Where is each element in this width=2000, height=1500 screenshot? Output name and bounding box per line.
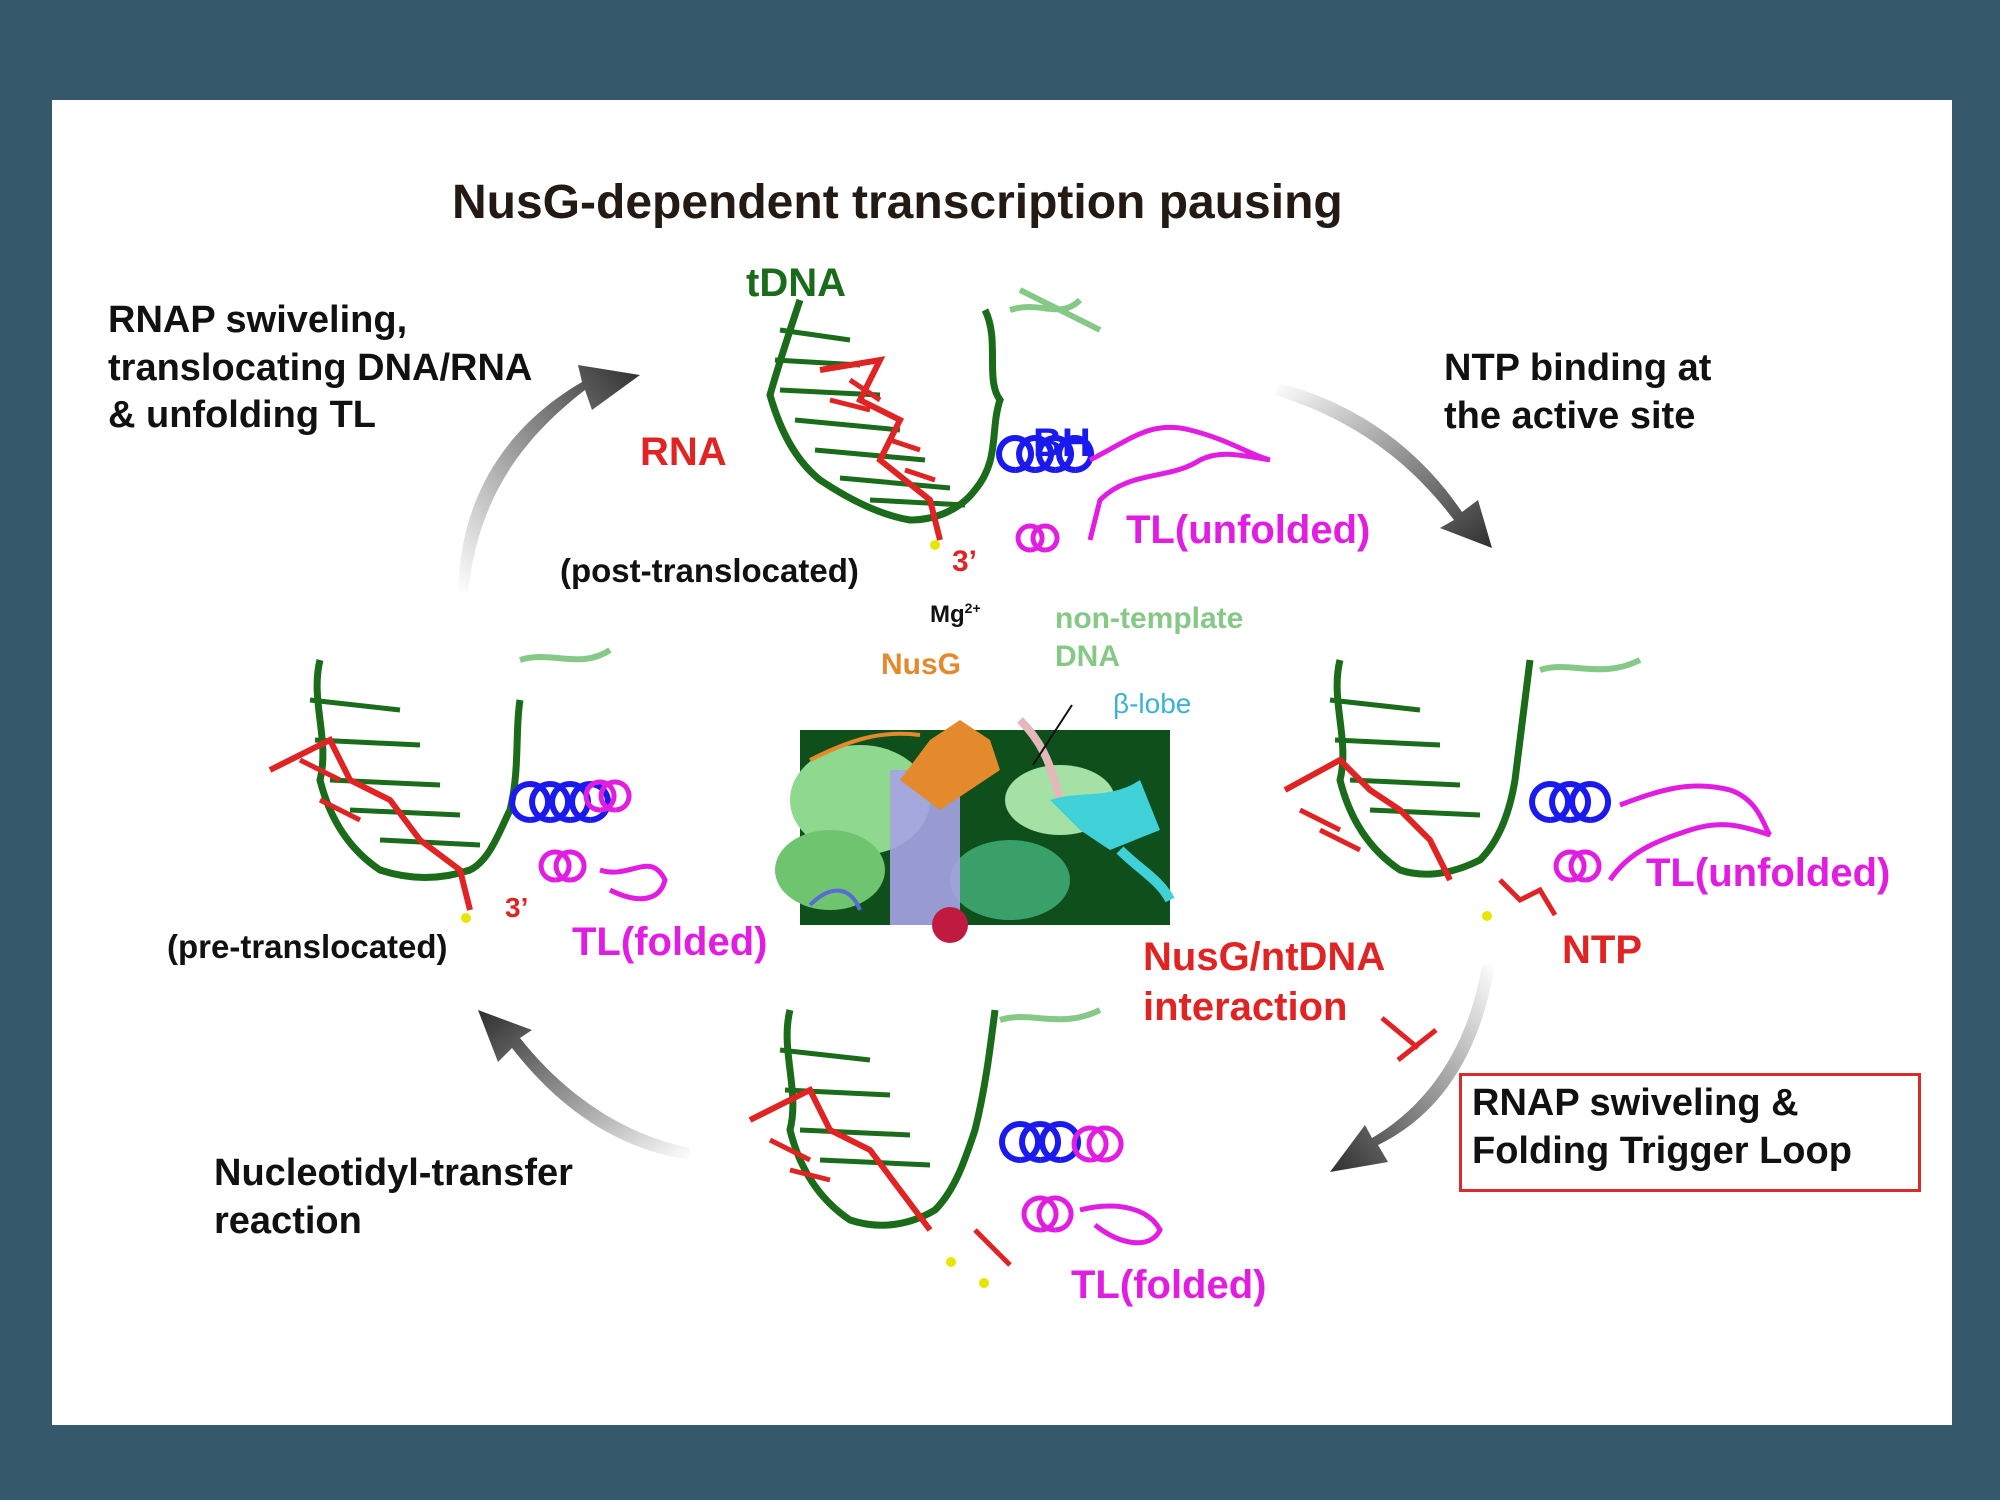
step-label-nucleotidyl-transfer: Nucleotidyl-transfer reaction <box>214 1150 573 1245</box>
center-nusg-inset <box>775 704 1175 943</box>
inset-text: non-template <box>1055 602 1244 635</box>
label-ntp: NTP <box>1562 928 1642 972</box>
label-three-prime-top: 3’ <box>952 545 978 578</box>
step-text: translocating DNA/RNA <box>108 346 533 389</box>
step-text: RNAP swiveling & <box>1472 1082 1799 1124</box>
inhibitor-text: NusG/ntDNA <box>1143 935 1386 979</box>
boxed-step-swivel-fold <box>1459 1073 1921 1192</box>
label-beta-lobe: β-lobe <box>1113 688 1192 719</box>
label-bridge-helix: BH <box>1033 421 1091 465</box>
label-tl-folded-left: TL(folded) <box>572 920 768 964</box>
step-text: & unfolding TL <box>108 394 377 436</box>
step-label-ntp-binding: NTP binding at the active site <box>1444 345 1711 440</box>
label-rna: RNA <box>640 430 727 474</box>
structure-pre-translocated <box>268 647 668 923</box>
step-text: reaction <box>214 1199 362 1242</box>
label-tl-folded-bottom: TL(folded) <box>1071 1263 1267 1307</box>
mg-charge: 2+ <box>964 600 981 616</box>
cycle-arrow-bottom-left <box>478 1010 690 1160</box>
step-text: the active site <box>1444 394 1696 437</box>
label-magnesium: Mg2+ <box>930 600 981 630</box>
step-label-swivel-translocate: RNAP swiveling, translocating DNA/RNA & … <box>108 297 532 440</box>
label-nusg: NusG <box>881 648 962 681</box>
cycle-arrow-top-right <box>1275 383 1492 548</box>
step-text: Folding Trigger Loop <box>1472 1129 1852 1172</box>
inset-text: DNA <box>1055 639 1120 673</box>
structure-post-translocated <box>766 287 1271 553</box>
cycle-arrow-top-left <box>458 365 640 592</box>
structure-ntp-bound <box>1283 657 1773 921</box>
page-title: NusG-dependent transcription pausing <box>452 176 1343 229</box>
step-text: NTP binding at <box>1444 347 1712 389</box>
label-tdna: tDNA <box>746 261 846 305</box>
inhibitor-label: NusG/ntDNA interaction <box>1143 932 1385 1032</box>
label-tl-unfolded-right: TL(unfolded) <box>1646 851 1891 895</box>
label-pre-translocated: (pre-translocated) <box>167 928 448 965</box>
cycle-arrow-bottom-right <box>1330 965 1495 1172</box>
inhibitor-text: interaction <box>1143 985 1348 1029</box>
step-label-swivel-fold: RNAP swiveling & Folding Trigger Loop <box>1472 1080 1852 1175</box>
mg-symbol: Mg <box>930 601 965 628</box>
inhibition-bar <box>1380 1016 1438 1062</box>
step-text: Nucleotidyl-transfer <box>214 1152 573 1194</box>
structure-post-catalysis <box>748 1007 1163 1288</box>
label-tl-unfolded-top: TL(unfolded) <box>1126 508 1371 552</box>
label-non-template-dna: non-template DNA <box>1055 600 1243 675</box>
label-post-translocated: (post-translocated) <box>560 552 859 589</box>
label-three-prime-left: 3’ <box>505 892 529 923</box>
step-text: RNAP swiveling, <box>108 299 408 341</box>
